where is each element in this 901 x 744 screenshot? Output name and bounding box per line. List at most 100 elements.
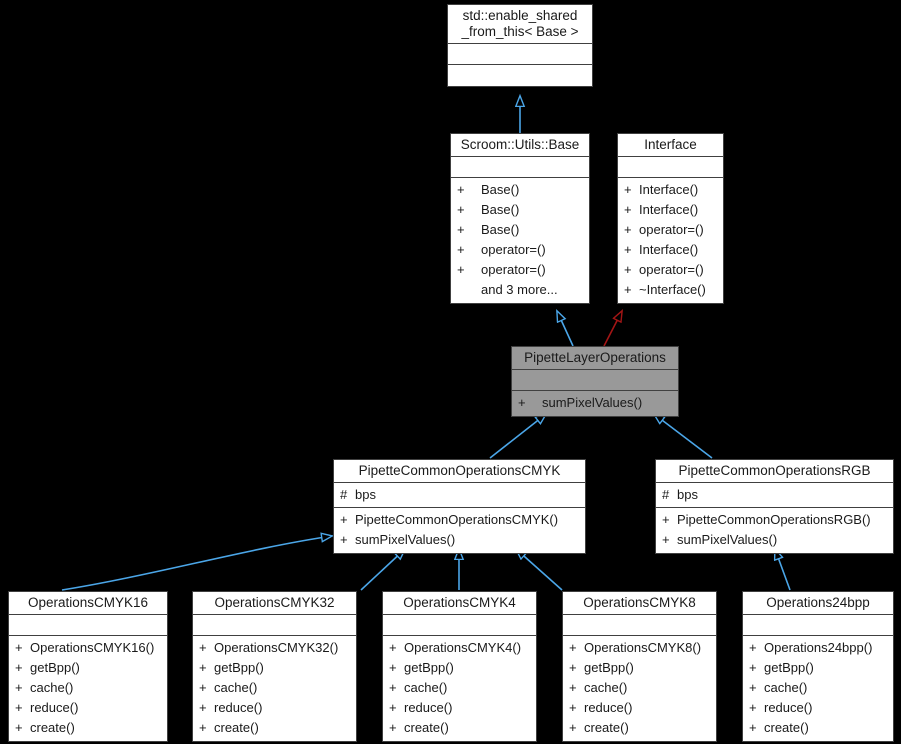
class-pipette-common-operations-cmyk[interactable]: PipetteCommonOperationsCMYK # bps + Pipe… [333, 459, 586, 554]
operation-label: getBpp() [214, 660, 264, 675]
edge-cmyk16-to-cmyk [61, 536, 332, 591]
class-operations: + sumPixelValues() [512, 391, 678, 416]
attribute-label: bps [677, 487, 698, 502]
operation-row: + cache() [563, 678, 716, 698]
class-pipette-common-operations-rgb[interactable]: PipetteCommonOperationsRGB # bps + Pipet… [655, 459, 894, 554]
visibility-marker: + [749, 720, 757, 735]
operation-row: + sumPixelValues() [656, 530, 893, 550]
class-attributes [618, 157, 723, 178]
operation-row: + sumPixelValues() [334, 530, 585, 550]
visibility-marker: + [624, 182, 632, 197]
class-title: Operations24bpp [743, 592, 893, 615]
visibility-marker: + [749, 700, 757, 715]
operation-label: cache() [584, 680, 628, 695]
operation-row: + operator=() [451, 260, 589, 280]
operation-label: PipetteCommonOperationsCMYK() [355, 512, 559, 527]
edge-24bpp-to-rgb [775, 549, 791, 591]
empty-compartment-row [618, 159, 723, 175]
edge-plo-to-base [557, 311, 574, 347]
visibility-marker: + [199, 700, 207, 715]
operation-label: Base() [481, 182, 520, 197]
operation-label: ~Interface() [639, 282, 706, 297]
operation-row: + operator=() [618, 260, 723, 280]
edge-plo-to-interface [603, 311, 622, 347]
operation-row: + ~Interface() [618, 280, 723, 300]
visibility-marker: + [624, 202, 632, 217]
class-title: PipetteLayerOperations [512, 347, 678, 370]
operation-label: Interface() [639, 202, 699, 217]
class-enable-shared-from-this[interactable]: std::enable_shared _from_this< Base > [447, 4, 593, 87]
class-attributes [383, 615, 536, 636]
class-operations-cmyk16[interactable]: OperationsCMYK16 + OperationsCMYK16() + … [8, 591, 168, 742]
visibility-marker: + [749, 640, 757, 655]
operation-row: + getBpp() [743, 658, 893, 678]
operation-label: reduce() [404, 700, 453, 715]
operation-label: Base() [481, 222, 520, 237]
class-scroom-utils-base[interactable]: Scroom::Utils::Base + Base() + Base() + … [450, 133, 590, 304]
empty-compartment-row [9, 617, 167, 633]
visibility-marker: + [624, 282, 632, 297]
empty-compartment-row [448, 46, 592, 62]
operation-label: sumPixelValues() [542, 395, 643, 410]
visibility-marker: + [624, 222, 632, 237]
visibility-marker: + [518, 395, 526, 410]
visibility-marker: + [749, 680, 757, 695]
class-attributes [743, 615, 893, 636]
visibility-marker: + [340, 512, 348, 527]
class-interface[interactable]: Interface + Interface() + Interface() + … [617, 133, 724, 304]
empty-compartment-row [563, 617, 716, 633]
visibility-marker: + [15, 680, 23, 695]
operation-label: cache() [404, 680, 448, 695]
class-operations: + Operations24bpp() + getBpp() + cache()… [743, 636, 893, 741]
operation-label: operator=() [639, 262, 704, 277]
operation-row: + create() [9, 718, 167, 738]
class-operations-24bpp[interactable]: Operations24bpp + Operations24bpp() + ge… [742, 591, 894, 742]
operation-label: sumPixelValues() [677, 532, 778, 547]
operation-label: sumPixelValues() [355, 532, 456, 547]
operation-row: + reduce() [193, 698, 356, 718]
class-operations: + Base() + Base() + Base() + operator=()… [451, 178, 589, 303]
operation-row: + operator=() [618, 220, 723, 240]
empty-compartment-row [512, 372, 678, 388]
operation-row: + create() [383, 718, 536, 738]
class-attributes [9, 615, 167, 636]
class-operations: + OperationsCMYK16() + getBpp() + cache(… [9, 636, 167, 741]
visibility-marker: + [662, 532, 670, 547]
operation-row: + cache() [743, 678, 893, 698]
operation-row: + cache() [9, 678, 167, 698]
attribute-label: bps [355, 487, 376, 502]
operation-label: reduce() [214, 700, 263, 715]
visibility-marker [457, 280, 472, 300]
operation-label: Interface() [639, 182, 699, 197]
visibility-marker: + [15, 660, 23, 675]
operation-row: + getBpp() [383, 658, 536, 678]
class-operations: + OperationsCMYK32() + getBpp() + cache(… [193, 636, 356, 741]
class-operations-cmyk8[interactable]: OperationsCMYK8 + OperationsCMYK8() + ge… [562, 591, 717, 742]
operation-label: Base() [481, 202, 520, 217]
visibility-marker: + [457, 202, 465, 217]
attribute-row: # bps [656, 485, 893, 505]
class-operations-cmyk4[interactable]: OperationsCMYK4 + OperationsCMYK4() + ge… [382, 591, 537, 742]
operation-row: + Base() [451, 200, 589, 220]
operation-row-more: and 3 more... [451, 280, 589, 300]
operation-row: + Base() [451, 220, 589, 240]
class-title: OperationsCMYK8 [563, 592, 716, 615]
operation-row: + OperationsCMYK8() [563, 638, 716, 658]
empty-compartment-row [451, 159, 589, 175]
visibility-marker: + [15, 700, 23, 715]
class-attributes: # bps [334, 483, 585, 508]
visibility-marker: + [624, 262, 632, 277]
visibility-marker: + [199, 640, 207, 655]
visibility-marker: + [569, 700, 577, 715]
class-title: PipetteCommonOperationsRGB [656, 460, 893, 483]
operation-label: OperationsCMYK16() [30, 640, 155, 655]
class-pipette-layer-operations[interactable]: PipetteLayerOperations + sumPixelValues(… [511, 346, 679, 417]
visibility-marker: + [15, 720, 23, 735]
operation-label: OperationsCMYK4() [404, 640, 522, 655]
operation-row: + cache() [383, 678, 536, 698]
class-operations-cmyk32[interactable]: OperationsCMYK32 + OperationsCMYK32() + … [192, 591, 357, 742]
operation-label: reduce() [584, 700, 633, 715]
visibility-marker: + [389, 680, 397, 695]
visibility-marker: + [389, 700, 397, 715]
